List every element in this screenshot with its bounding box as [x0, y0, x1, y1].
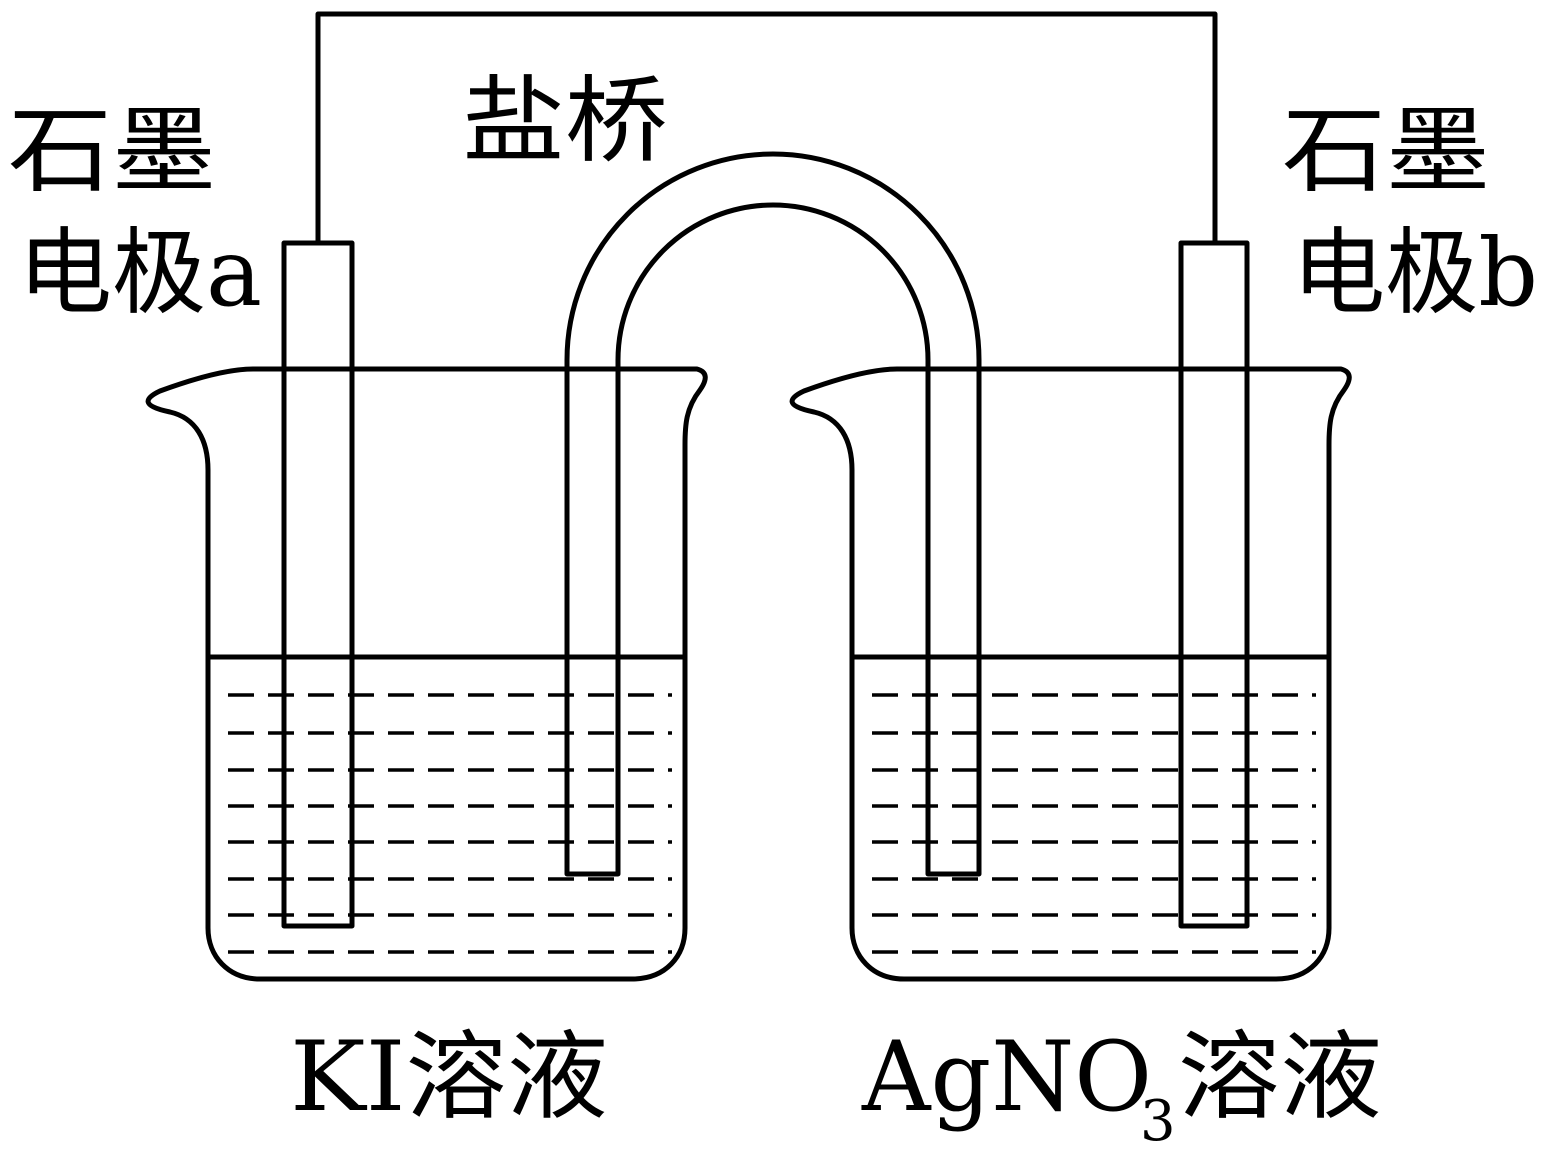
right-solution-formula: AgNO — [861, 1021, 1152, 1133]
external-wire — [315, 11, 1218, 243]
salt-bridge-label: 盐桥 — [462, 67, 668, 176]
right-solution-subscript: 3 — [1140, 1089, 1176, 1152]
left-solution — [208, 654, 685, 954]
left-solution-label: KI溶液 — [290, 1021, 608, 1133]
right-solution — [852, 654, 1329, 954]
salt-bridge-tube — [564, 151, 982, 877]
electrode-b-label-line1: 石墨 — [1282, 97, 1490, 206]
electrode-a-label-line1: 石墨 — [8, 97, 216, 206]
right-beaker — [789, 366, 1352, 982]
right-solution-suffix: 溶液 — [1178, 1021, 1382, 1133]
electrode-a-rod — [281, 240, 355, 929]
left-solution-suffix: 溶液 — [406, 1021, 608, 1133]
electrode-b-rod — [1178, 240, 1250, 929]
left-solution-formula: KI — [290, 1021, 406, 1133]
electrode-b-label-line2: 电极b — [1292, 219, 1538, 328]
electrode-a-label-line2: 电极a — [18, 219, 262, 328]
left-beaker — [145, 366, 708, 982]
